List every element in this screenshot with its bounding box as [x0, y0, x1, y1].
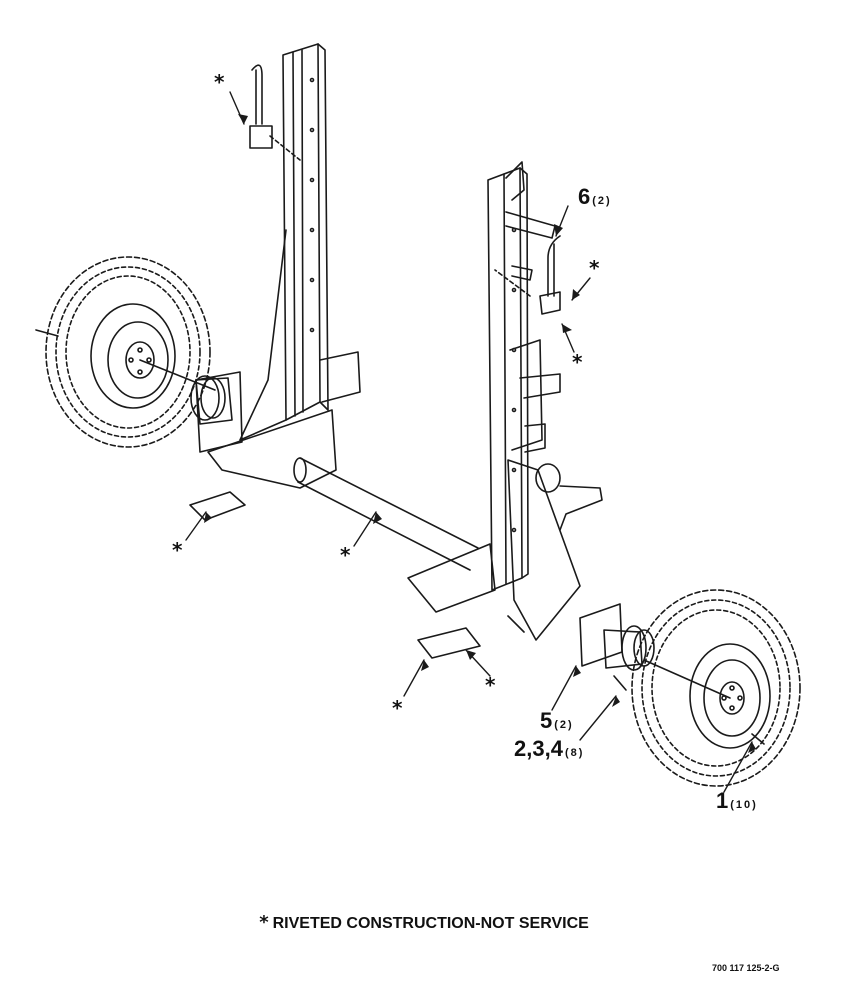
left-bottom-bracket: [189, 491, 246, 521]
footnote-marker: *: [259, 912, 269, 933]
frame-fastener: [507, 615, 525, 633]
callout-number: 5: [540, 708, 553, 733]
callout-qty: (10): [730, 799, 758, 811]
callout-5: 5(2): [540, 710, 574, 732]
callout-number: 6: [578, 184, 591, 209]
left-wheel: [35, 256, 216, 448]
right-side-plate: [507, 459, 581, 641]
callout-qty: (2): [554, 719, 574, 731]
right-upright: [487, 161, 561, 591]
callout-number: 1: [716, 788, 729, 813]
footnote: *RIVETED CONSTRUCTION-NOT SERVICE: [0, 912, 848, 933]
riveted-marker: *: [572, 350, 583, 374]
riveted-marker: *: [485, 673, 496, 697]
riveted-marker: *: [589, 256, 600, 280]
callout-qty: (2): [592, 195, 612, 207]
axle-tube: [293, 457, 479, 571]
left-spindle-plate: [195, 371, 243, 453]
right-mount-frame: [407, 543, 496, 613]
left-hub: [190, 375, 233, 425]
right-upper-pin: [494, 235, 561, 315]
arrowheads: [204, 114, 756, 753]
riveted-marker: *: [392, 696, 403, 720]
callout-2-3-4: 2,3,4(8): [514, 738, 584, 760]
riveted-marker: *: [172, 538, 183, 562]
left-mount-frame: [207, 409, 337, 489]
left-upright: [239, 43, 361, 441]
callout-qty: (8): [564, 747, 585, 759]
right-spindle-plate: [579, 603, 623, 667]
callout-6: 6(2): [578, 186, 612, 208]
riveted-marker: *: [214, 70, 225, 94]
right-hub: [603, 625, 655, 691]
right-hitch: [535, 463, 603, 531]
callout-1: 1(10): [716, 790, 758, 812]
callout-number: 2,3,4: [514, 736, 563, 761]
right-wheel: [631, 589, 801, 787]
left-upper-pin: [249, 64, 301, 161]
riveted-marker: *: [340, 543, 351, 567]
footnote-text: RIVETED CONSTRUCTION-NOT SERVICE: [272, 915, 589, 932]
figure-id: 700 117 125-2-G: [712, 963, 780, 973]
leader-lines: [185, 91, 753, 793]
right-bottom-bracket: [417, 627, 481, 659]
